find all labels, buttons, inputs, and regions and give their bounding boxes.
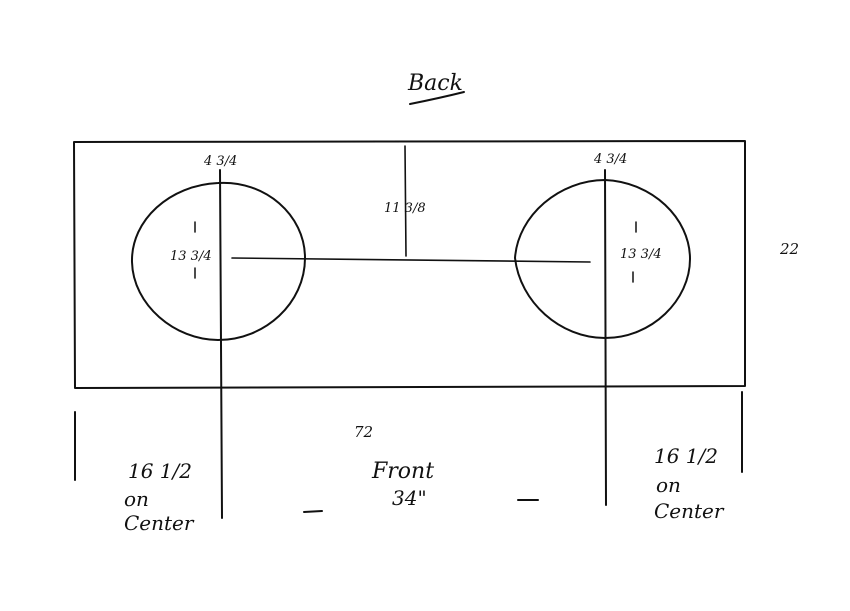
right-spacing-line-2: on [656,473,681,497]
top-offset-right-label: 4 3/4 [593,152,627,167]
left-center-line [219,169,223,519]
front-spacing-label: 34" [392,486,427,510]
title-underline [409,91,465,105]
countertop-outline [73,140,746,389]
center-to-center-line [231,257,591,263]
left-hole-diameter-label: 13 3/4 [170,249,212,264]
right-spacing-line-3: Center [654,499,725,523]
left-sink-circle [130,181,306,341]
depth-label: 22 [779,240,799,258]
right-sink-circle [514,179,691,339]
right-hole-diameter-label: 13 3/4 [620,247,662,262]
right-spacing-line-1: 16 1/2 [654,444,718,468]
front-dash-left [303,510,323,513]
front-label: Front [371,459,434,484]
left-spacing-line-1: 16 1/2 [128,459,192,483]
top-offset-left-label: 4 3/4 [203,154,237,169]
left-spacing-line-3: Center [124,511,195,535]
left-spacing-line-2: on [124,487,149,511]
diagram-title: Back [407,71,463,96]
width-label: 72 [354,423,373,441]
center-depth-label: 11 3/8 [384,201,426,216]
right-center-line [604,169,607,506]
center-depth-line [404,145,407,257]
